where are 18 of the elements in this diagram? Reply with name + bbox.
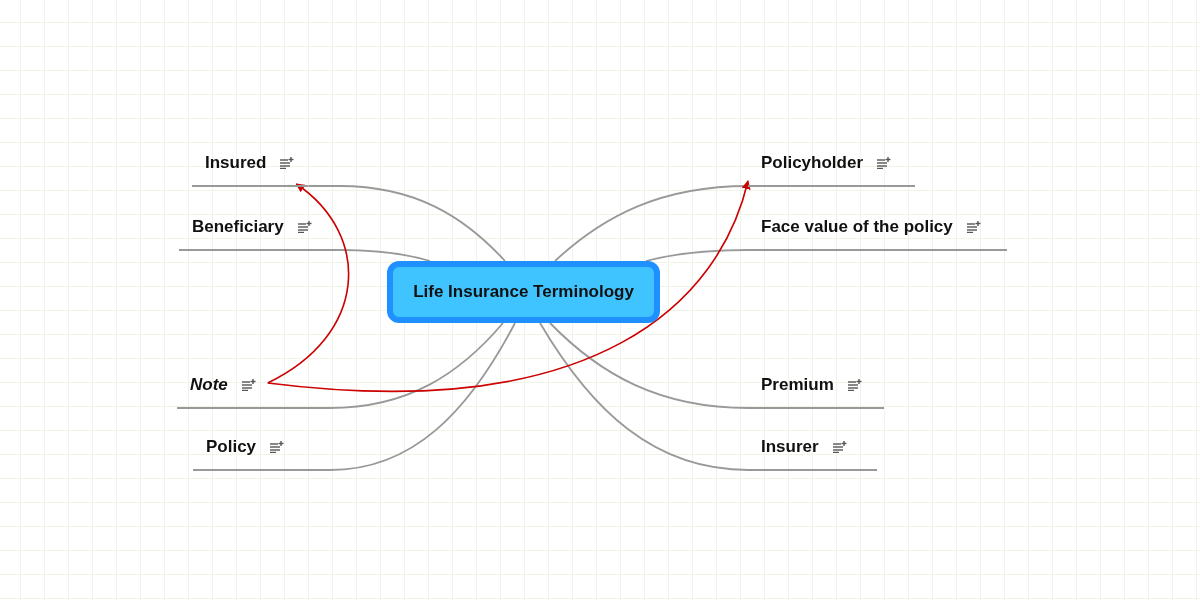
- branch-line: [549, 322, 749, 409]
- branch-line: [266, 322, 504, 409]
- topic-label: Policy: [206, 437, 257, 457]
- branch-line: [307, 185, 506, 262]
- arrow: [266, 183, 350, 384]
- branch-line: [539, 322, 749, 471]
- branch-line: [645, 249, 749, 262]
- arrow: [266, 180, 750, 392]
- topic-label: Policyholder: [761, 153, 864, 173]
- branch-line: [297, 322, 516, 471]
- topic-label: Beneficiary: [192, 217, 284, 237]
- central-topic: Life Insurance Terminology: [387, 261, 660, 323]
- topic-label: Face value of the policy: [761, 217, 953, 237]
- topic-label: Note: [190, 375, 228, 395]
- branch-line: [324, 249, 431, 262]
- topic-label: Insurer: [761, 437, 819, 457]
- topic-label: Insured: [205, 153, 267, 173]
- topic-label: Premium: [761, 375, 834, 395]
